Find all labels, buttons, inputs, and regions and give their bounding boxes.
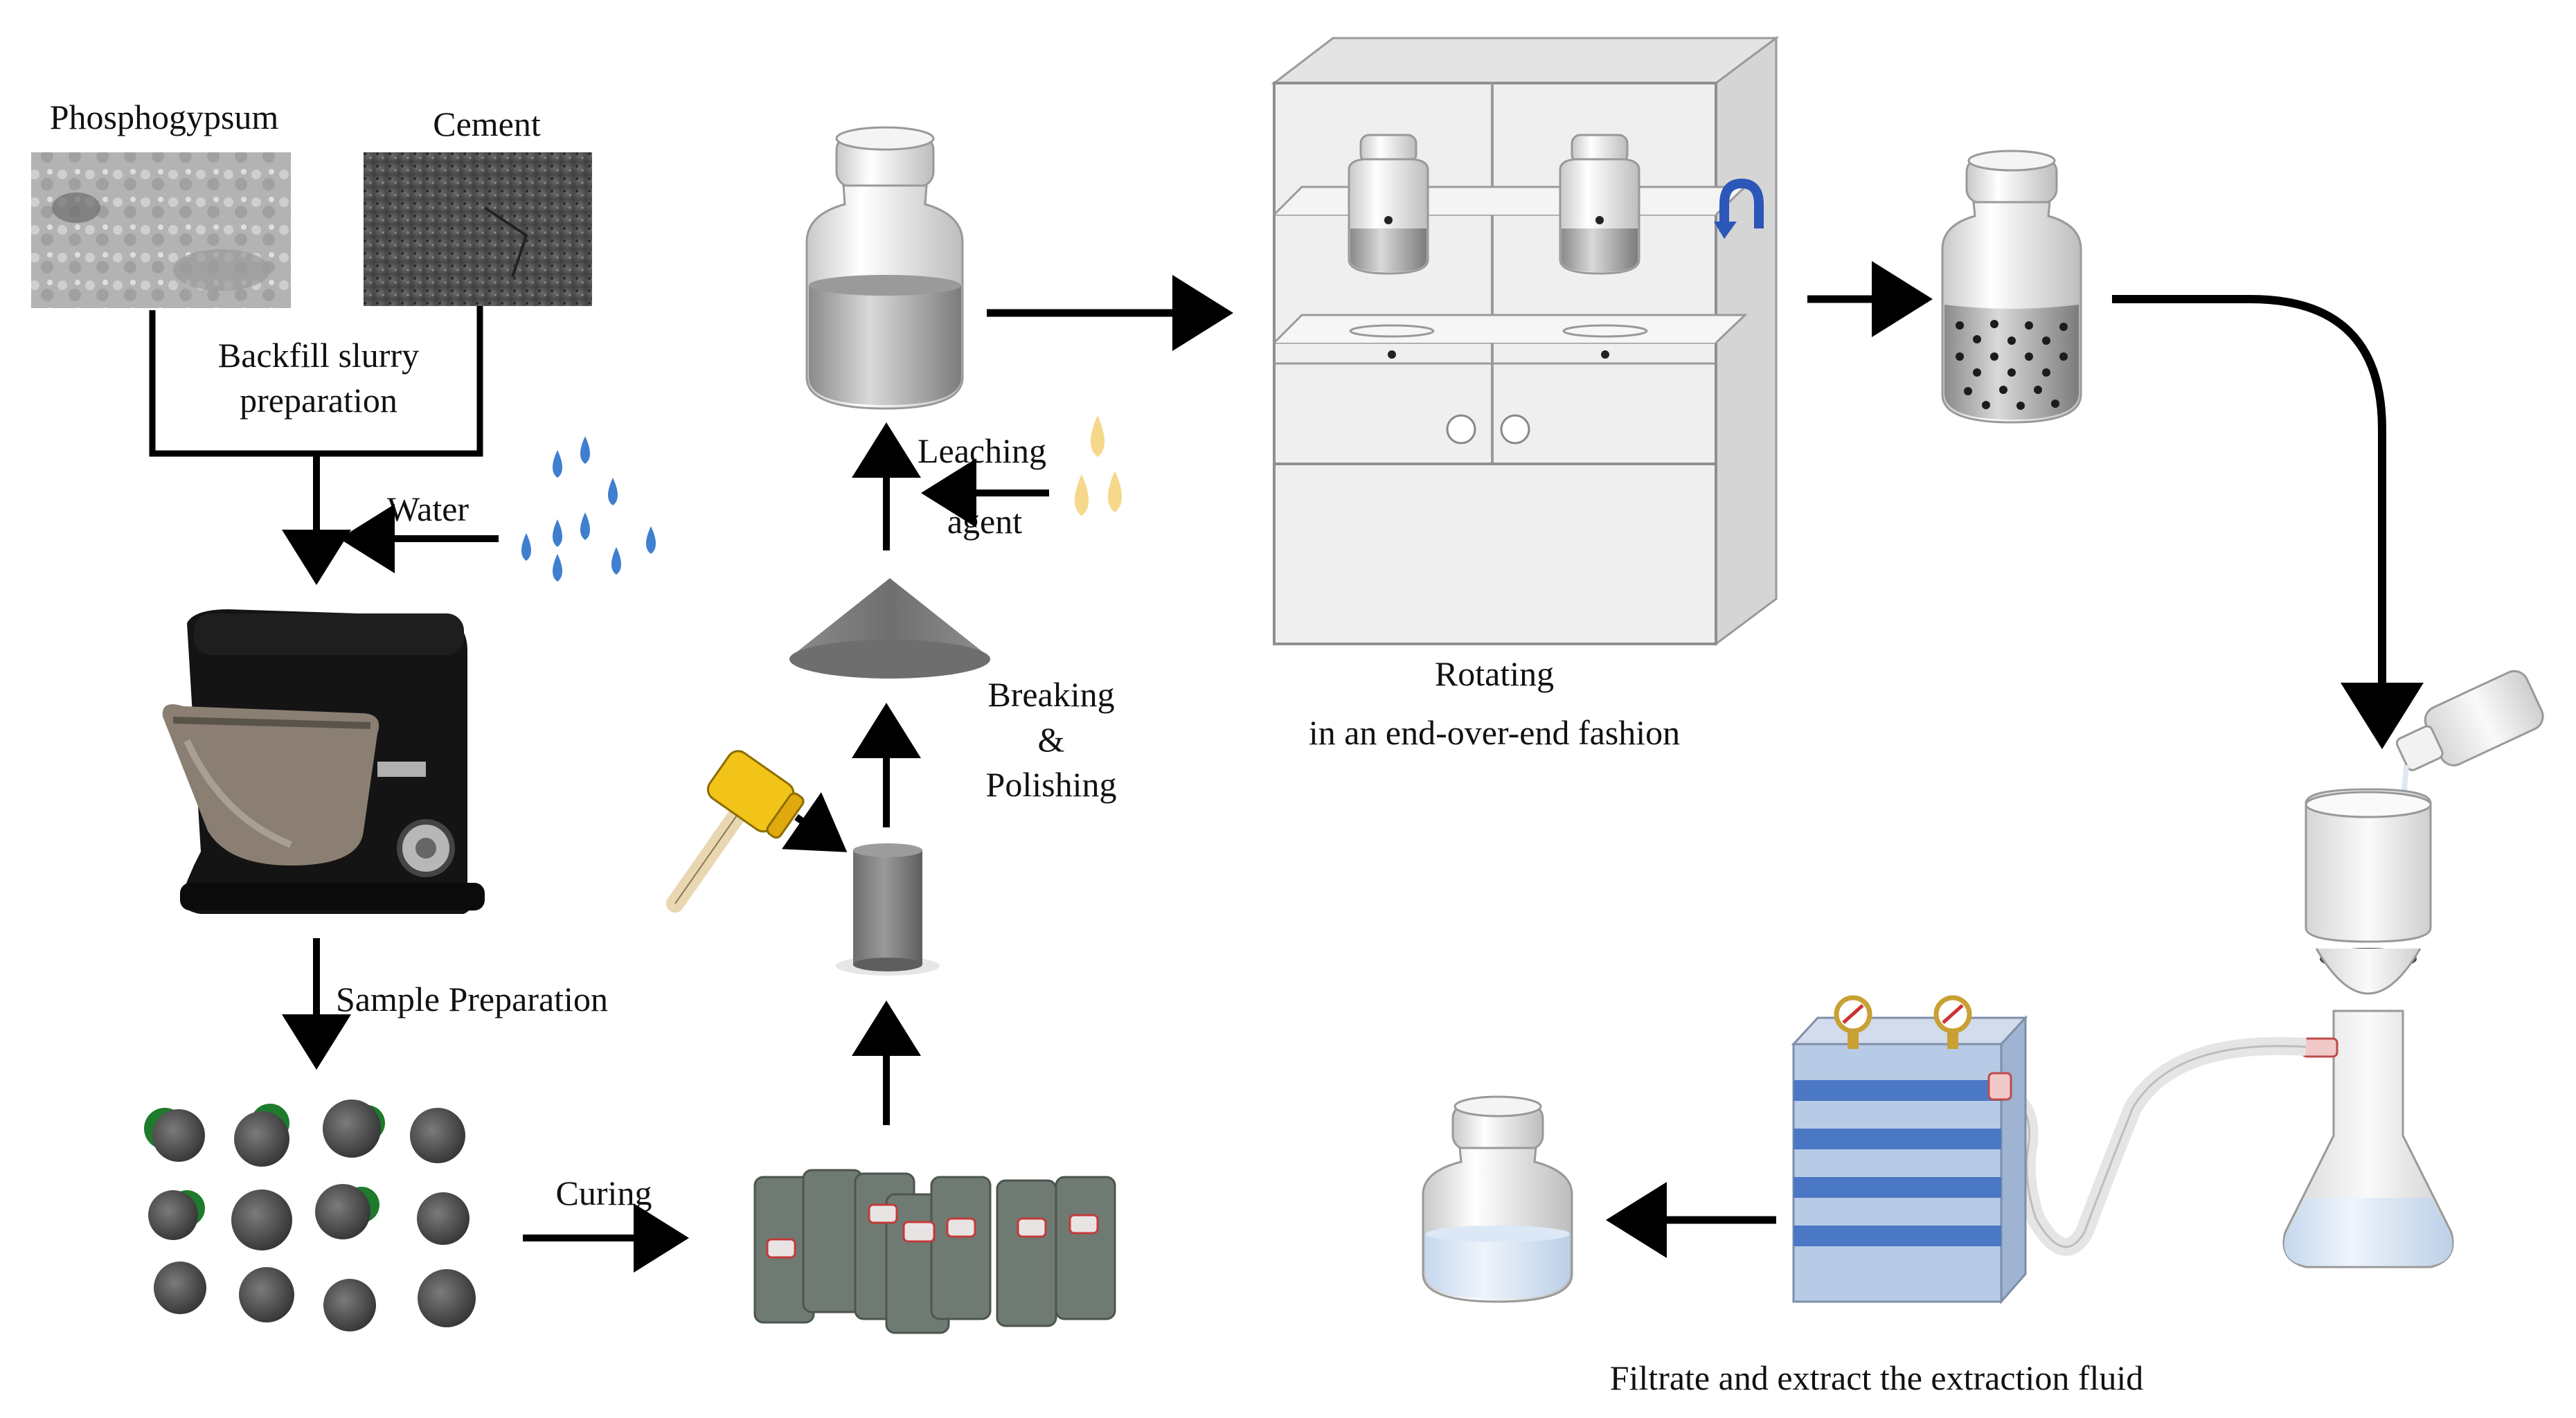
cement-photo bbox=[364, 152, 592, 306]
phosphogypsum-label: Phosphogypsum bbox=[50, 98, 279, 136]
curing-label: Curing bbox=[556, 1174, 652, 1212]
breaking-label-line2: & bbox=[1038, 720, 1065, 759]
water-label: Water bbox=[387, 490, 469, 528]
rotation-arrow-icon bbox=[1714, 178, 1764, 239]
vacuum-pump bbox=[1791, 995, 2028, 1304]
backfill-bracket bbox=[149, 306, 483, 457]
backfill-label-line2: preparation bbox=[240, 381, 397, 420]
test-cylinder bbox=[836, 843, 940, 976]
breaking-label-line1: Breaking bbox=[987, 675, 1114, 714]
breaking-label-line3: Polishing bbox=[986, 765, 1117, 804]
pouring-bottle bbox=[2395, 670, 2544, 807]
leaching-label-line2: agent bbox=[947, 502, 1022, 541]
pressure-gauge-icon bbox=[1933, 995, 1972, 1049]
water-drops-icon bbox=[521, 436, 656, 582]
prepared-samples bbox=[144, 1100, 476, 1331]
cured-cylinders bbox=[753, 1169, 1116, 1334]
backfill-label-line1: Backfill slurry bbox=[218, 336, 419, 375]
phosphogypsum-photo bbox=[31, 152, 291, 308]
vacuum-filter-flask bbox=[2282, 788, 2454, 1268]
rotating-label-line1: Rotating bbox=[1435, 654, 1554, 693]
vacuum-tubing bbox=[1998, 1036, 2307, 1256]
sample-preparation-label: Sample Preparation bbox=[336, 980, 608, 1018]
arrow-hammer-strike bbox=[781, 792, 848, 852]
leaching-jar bbox=[805, 126, 964, 410]
powder-cone bbox=[789, 578, 990, 679]
leaching-label-line1: Leaching bbox=[918, 431, 1046, 470]
leaching-drops-icon bbox=[1075, 415, 1122, 516]
extraction-fluid-jar bbox=[1422, 1095, 1573, 1303]
arrow-to-filter bbox=[2112, 295, 2424, 749]
filtrate-label: Filtrate and extract the extraction flui… bbox=[1610, 1358, 2144, 1397]
settled-jar bbox=[1941, 150, 2082, 424]
stand-mixer bbox=[162, 609, 485, 914]
cement-label: Cement bbox=[433, 105, 541, 143]
pressure-gauge-icon bbox=[1834, 995, 1872, 1049]
end-over-end-rotator bbox=[1271, 36, 1780, 646]
hammer-icon bbox=[666, 750, 805, 913]
rotating-label-line2: in an end-over-end fashion bbox=[1309, 713, 1680, 752]
